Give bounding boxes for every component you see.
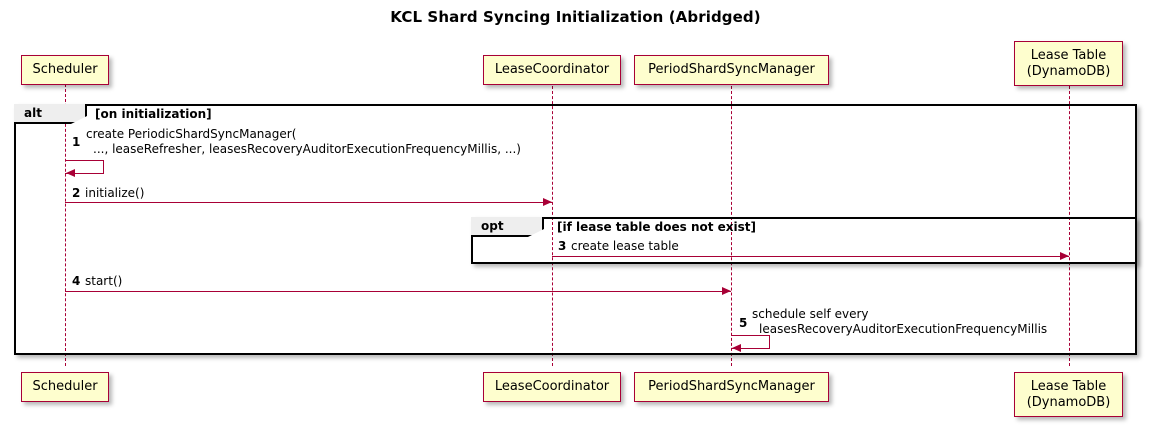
participant-scheduler-top-label: Scheduler — [32, 62, 98, 78]
message-5-self-loop — [731, 335, 770, 349]
message-3-line — [552, 256, 1069, 257]
message-1-label-line1: create PeriodicShardSyncManager( — [86, 127, 297, 141]
fragment-alt-operator: alt — [24, 106, 42, 120]
participant-lease-table-bottom[interactable]: Lease Table (DynamoDB) — [1014, 372, 1123, 417]
message-3-arrowhead — [1060, 252, 1069, 260]
participant-scheduler-bottom-label: Scheduler — [32, 379, 98, 395]
message-4-line — [65, 291, 731, 292]
participant-lease-coordinator-bottom-label: LeaseCoordinator — [494, 379, 610, 395]
participant-period-shard-sync-manager-bottom-label: PeriodShardSyncManager — [648, 379, 815, 395]
message-5-label-line1: schedule self every — [752, 307, 869, 321]
participant-lease-table-bottom-label-line1: Lease Table — [1030, 379, 1107, 395]
participant-lease-coordinator-top[interactable]: LeaseCoordinator — [483, 55, 621, 85]
participant-period-shard-sync-manager-bottom[interactable]: PeriodShardSyncManager — [634, 372, 829, 402]
message-1-number: 1 — [72, 135, 81, 149]
participant-lease-table-top-label-line2: (DynamoDB) — [1026, 63, 1111, 79]
message-4-label: start() — [85, 274, 123, 288]
participant-lease-table-top-label-line1: Lease Table — [1030, 48, 1107, 64]
message-3-number: 3 — [558, 239, 567, 253]
fragment-opt-guard: [if lease table does not exist] — [557, 220, 757, 234]
lifeline-scheduler — [65, 84, 66, 366]
lifeline-lease-table — [1069, 86, 1070, 366]
message-1-self-loop — [65, 160, 104, 174]
participant-lease-coordinator-top-label: LeaseCoordinator — [494, 62, 610, 78]
page-title: KCL Shard Syncing Initialization (Abridg… — [390, 8, 761, 26]
participant-period-shard-sync-manager-top-label: PeriodShardSyncManager — [648, 62, 815, 78]
message-5-number: 5 — [739, 316, 748, 330]
fragment-opt-operator: opt — [481, 219, 504, 233]
message-2-arrowhead — [543, 198, 552, 206]
message-2-label: initialize() — [85, 186, 145, 200]
message-2-number: 2 — [72, 186, 81, 200]
lifeline-lease-coordinator — [552, 86, 553, 366]
participant-lease-coordinator-bottom[interactable]: LeaseCoordinator — [483, 372, 621, 402]
fragment-alt-guard: [on initialization] — [95, 107, 212, 121]
message-3-label: create lease table — [571, 239, 679, 253]
fragment-opt-tab: opt — [471, 217, 544, 237]
participant-period-shard-sync-manager-top[interactable]: PeriodShardSyncManager — [634, 55, 829, 85]
participant-scheduler-top[interactable]: Scheduler — [21, 55, 109, 85]
message-5-label-line2: leasesRecoveryAuditorExecutionFrequencyM… — [759, 322, 1048, 336]
participant-lease-table-top[interactable]: Lease Table (DynamoDB) — [1014, 41, 1123, 86]
fragment-opt — [471, 217, 1137, 264]
message-1-label-line2: ..., leaseRefresher, leasesRecoveryAudit… — [93, 142, 521, 156]
message-2-line — [65, 202, 552, 203]
participant-lease-table-bottom-label-line2: (DynamoDB) — [1026, 394, 1111, 410]
message-5-arrowhead — [732, 344, 741, 352]
message-1-arrowhead — [66, 169, 75, 177]
message-4-number: 4 — [72, 274, 81, 288]
lifeline-period-shard-sync-manager — [731, 86, 732, 366]
participant-scheduler-bottom[interactable]: Scheduler — [21, 372, 109, 402]
message-4-arrowhead — [722, 287, 731, 295]
fragment-alt-tab: alt — [14, 104, 87, 124]
